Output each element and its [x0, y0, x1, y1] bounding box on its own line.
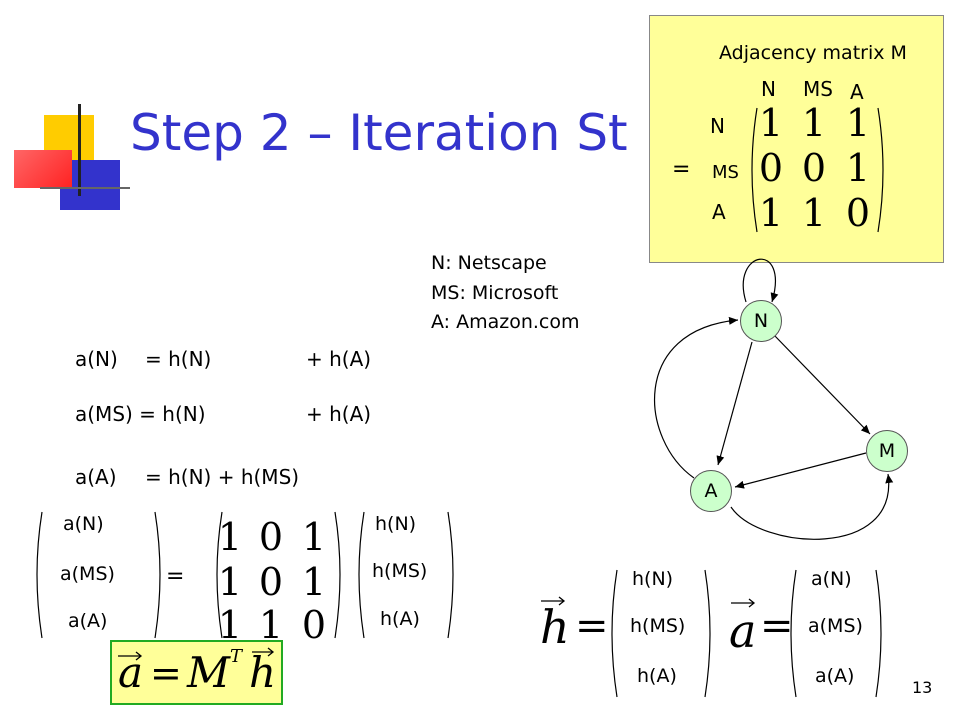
- formula-box: a = M T h: [110, 640, 283, 705]
- formula-equals: =: [150, 651, 182, 695]
- eq-aMS-left: a(MS) = h(N): [75, 402, 206, 426]
- formula-h: h: [249, 648, 277, 697]
- graph-node-a: A: [690, 470, 732, 512]
- mt-cell: 0: [258, 515, 284, 559]
- deco-horizontal-line: [40, 187, 130, 189]
- h-vec-item: h(A): [380, 608, 420, 630]
- adjacency-matrix-box: Adjacency matrix M N MS A N MS A = 1 1 1…: [649, 15, 944, 263]
- h-vector-item: h(MS): [630, 615, 686, 637]
- adj-equals-sign: =: [672, 157, 691, 182]
- mt-cell: 1: [217, 603, 243, 647]
- eq-aA-left: a(A): [75, 465, 117, 489]
- adjacency-caption: Adjacency matrix M: [719, 42, 907, 64]
- edge-m-to-a: [734, 452, 867, 489]
- h-vector-item: h(A): [637, 665, 677, 687]
- adj-col-header-n: N: [761, 77, 776, 101]
- matrix-eq-brackets: [36, 511, 454, 639]
- adj-row-header-n: N: [710, 114, 725, 138]
- page-number: 13: [912, 678, 933, 697]
- edge-n-to-a: [716, 341, 753, 466]
- mt-cell: 1: [301, 560, 327, 604]
- formula-a: a: [118, 648, 144, 697]
- formula-M: M: [187, 648, 231, 697]
- adj-row-header-ms: MS: [712, 162, 739, 183]
- adj-cell: 1: [801, 101, 827, 145]
- eq-aN-plus: + h(A): [306, 347, 372, 371]
- deco-vertical-line: [78, 104, 81, 196]
- eq-aA-right: = h(N) + h(MS): [145, 465, 300, 489]
- edge-n-to-m: [773, 334, 871, 435]
- mt-cell: 1: [258, 603, 284, 647]
- graph-node-n: N: [740, 300, 782, 342]
- a-vector-item: a(MS): [808, 615, 863, 637]
- adj-cell: 0: [801, 146, 827, 190]
- edge-a-to-m: [730, 473, 894, 540]
- matrix-eq-equals: =: [166, 564, 185, 589]
- h-vec-item: h(MS): [372, 560, 428, 582]
- a-vec-item: a(N): [63, 513, 104, 535]
- h-vector-item: h(N): [632, 568, 674, 590]
- a-vector-item: a(A): [815, 665, 855, 687]
- a-vector-symbol: a: [729, 604, 757, 658]
- h-vec-item: h(N): [375, 513, 417, 535]
- adj-cell: 1: [758, 191, 784, 235]
- formula-T: T: [230, 646, 243, 667]
- mt-cell: 1: [301, 515, 327, 559]
- adj-cell: 0: [845, 191, 871, 235]
- adj-brackets: [751, 107, 884, 233]
- h-vector-equals: =: [575, 603, 609, 649]
- adj-cell: 1: [845, 101, 871, 145]
- eq-aN-right: = h(N): [145, 347, 212, 371]
- mt-cell: 0: [258, 560, 284, 604]
- adj-cell: 1: [758, 101, 784, 145]
- legend-netscape: N: Netscape: [431, 252, 547, 274]
- legend-microsoft: MS: Microsoft: [431, 282, 559, 304]
- h-vector-symbol: h: [540, 600, 570, 654]
- slide-title: Step 2 – Iteration St: [130, 104, 628, 162]
- edge-a-to-n: [654, 316, 739, 479]
- vectors-decor: [541, 569, 882, 698]
- a-vector-item: a(N): [811, 568, 852, 590]
- adj-cell: 1: [801, 191, 827, 235]
- mt-cell: 1: [217, 560, 243, 604]
- formula-vector-arrows: [118, 647, 275, 661]
- graph-node-m: M: [866, 430, 908, 472]
- adj-col-header-a: A: [850, 80, 864, 104]
- mt-cell: 0: [301, 603, 327, 647]
- adj-row-header-a: A: [712, 200, 726, 224]
- legend-amazon: A: Amazon.com: [431, 311, 580, 333]
- eq-aN-left: a(N): [75, 347, 118, 371]
- a-vec-item: a(A): [68, 610, 108, 632]
- adj-cell: 0: [758, 146, 784, 190]
- edge-n-self-loop: [742, 258, 779, 303]
- a-vec-item: a(MS): [60, 563, 115, 585]
- a-vector-equals: =: [760, 603, 794, 649]
- deco-red-square: [14, 150, 72, 188]
- adj-col-header-ms: MS: [803, 77, 833, 101]
- mt-cell: 1: [217, 515, 243, 559]
- eq-aMS-plus: + h(A): [306, 402, 372, 426]
- adj-cell: 1: [845, 146, 871, 190]
